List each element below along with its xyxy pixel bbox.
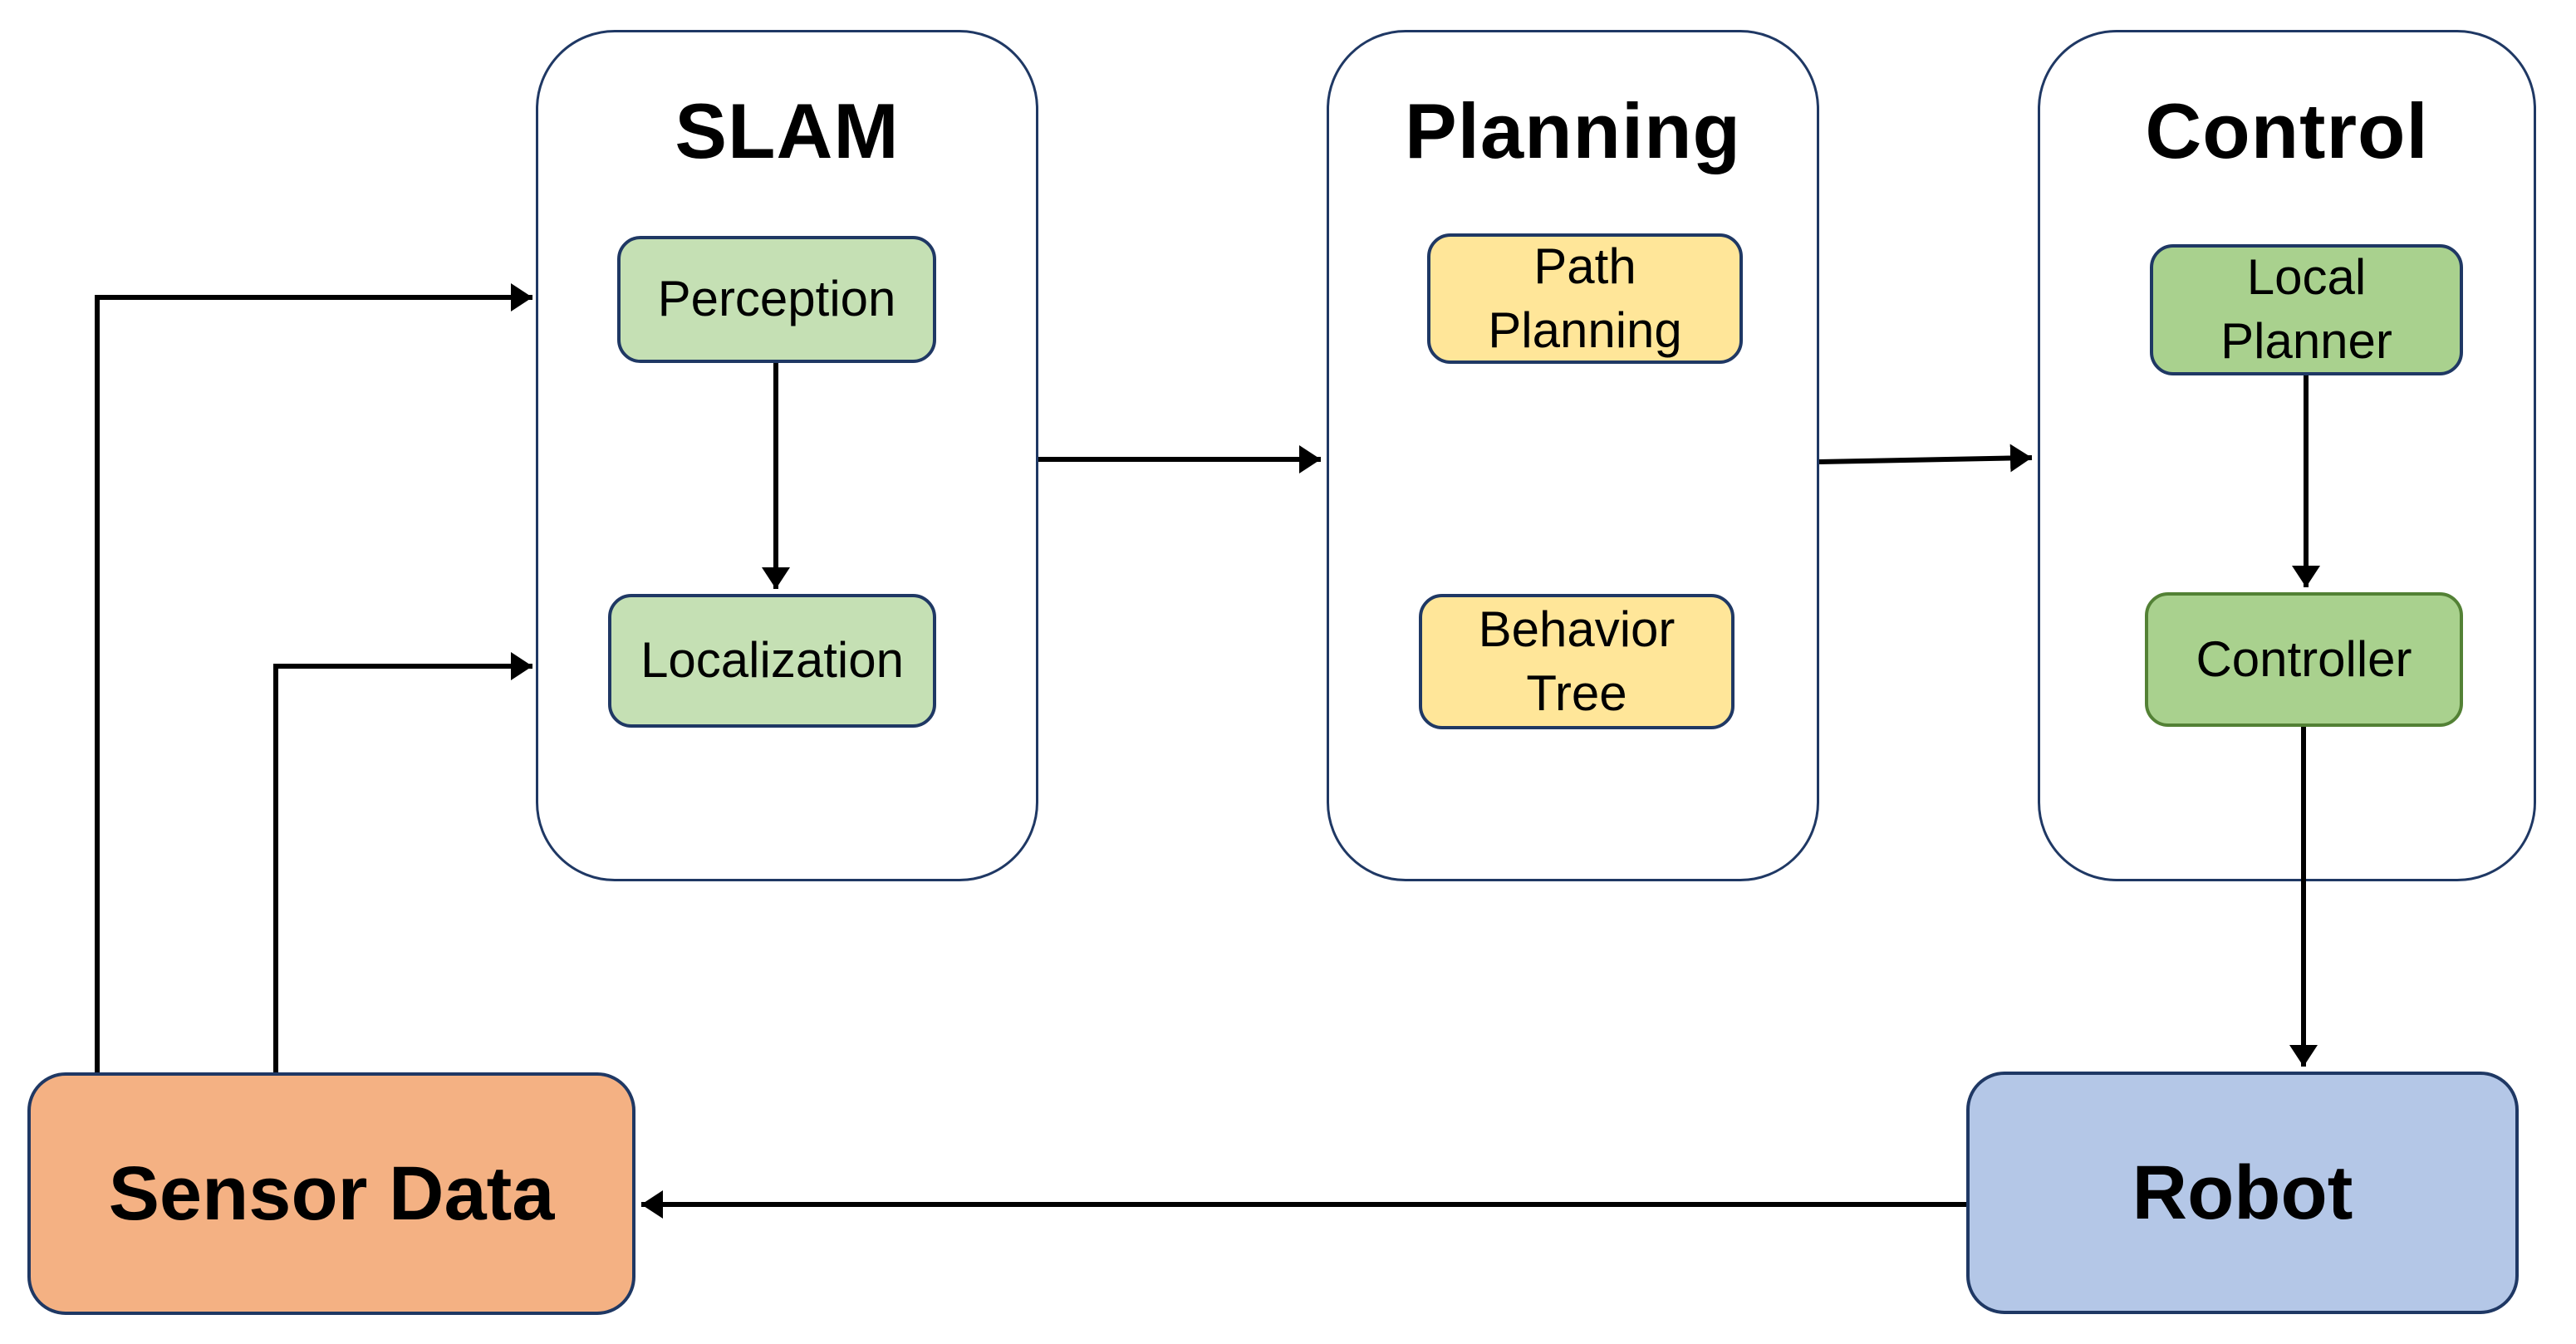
group-planning: Planning — [1327, 30, 1819, 881]
node-robot: Robot — [1966, 1072, 2519, 1314]
group-slam: SLAM — [536, 30, 1038, 881]
node-perception: Perception — [617, 236, 936, 363]
node-behavior-tree: Behavior Tree — [1419, 594, 1735, 729]
edge-planning-to-control — [1818, 444, 2033, 473]
edge-sensor-data-to-slam-perception — [95, 283, 532, 1072]
node-local-planner: Local Planner — [2150, 244, 2463, 375]
node-controller: Controller — [2145, 592, 2463, 727]
node-localization: Localization — [608, 594, 936, 728]
edge-sensor-data-to-slam-localization — [273, 652, 532, 1072]
group-control-title: Control — [2145, 87, 2429, 174]
group-planning-title: Planning — [1405, 87, 1741, 174]
group-slam-title: SLAM — [675, 87, 900, 174]
group-control: Control — [2038, 30, 2536, 881]
node-path-planning: Path Planning — [1427, 233, 1743, 364]
node-sensor-data: Sensor Data — [27, 1072, 635, 1315]
